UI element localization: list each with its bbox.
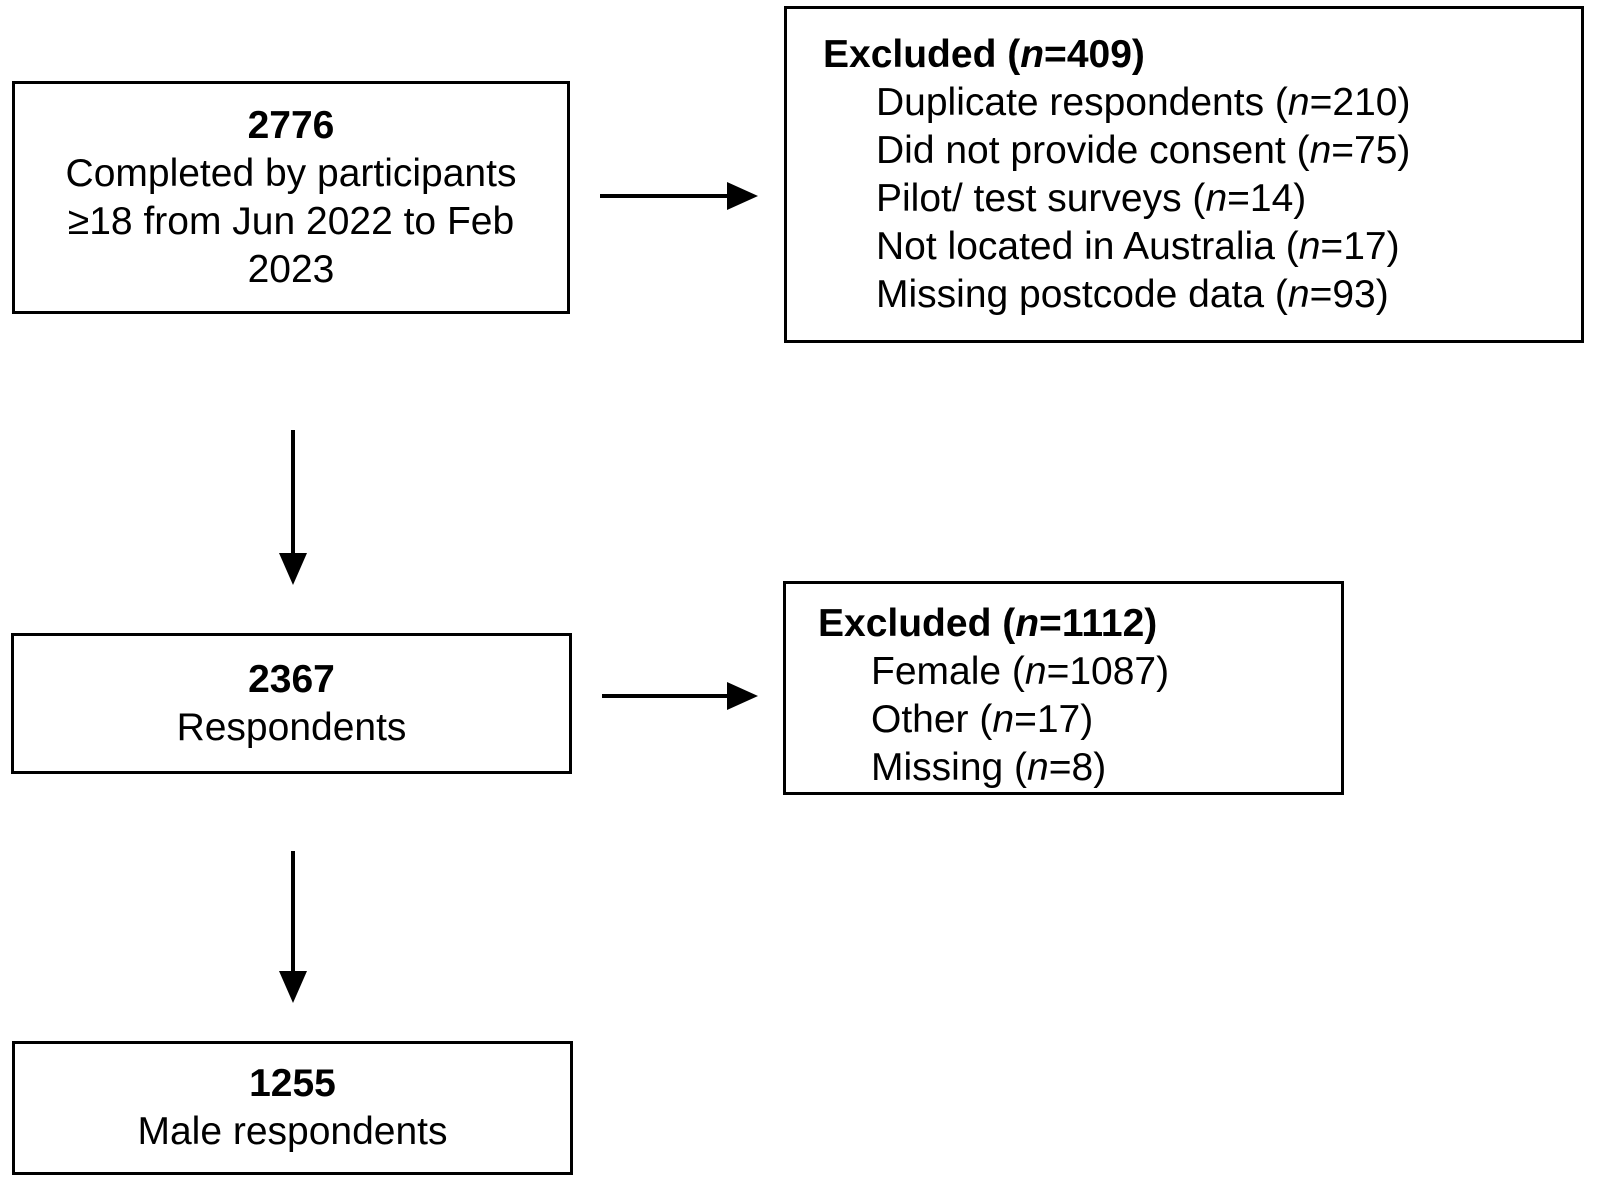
box-text-line: Completed by participants <box>65 151 517 195</box>
excluded-item: Did not provide consent (n=75) <box>876 129 1411 172</box>
n-symbol: n <box>1287 273 1310 316</box>
box-excluded-first-stage: Excluded (n=409) Duplicate respondents (n… <box>784 6 1584 343</box>
n-symbol: n <box>1020 33 1045 76</box>
n-symbol: n <box>1287 81 1310 124</box>
box-text-line: Respondents <box>176 705 407 749</box>
box-count: 2367 <box>248 657 335 701</box>
excluded-item: Not located in Australia (n=17) <box>876 225 1400 268</box>
box-count: 1255 <box>249 1062 336 1105</box>
n-symbol: n <box>1027 746 1049 789</box>
box-text-lines: Respondents <box>177 704 407 752</box>
arrow-completed-to-respondents <box>279 430 307 585</box>
arrow-completed-to-excluded1 <box>600 182 758 210</box>
n-symbol: n <box>1309 129 1332 172</box>
arrow-respondents-to-excluded2 <box>602 682 758 710</box>
box-text-lines: Completed by participants≥18 from Jun 20… <box>66 150 517 294</box>
excluded-item: Female (n=1087) <box>871 650 1170 693</box>
n-symbol: n <box>1024 650 1047 693</box>
box-text-line: Male respondents <box>137 1110 448 1153</box>
n-symbol: n <box>1205 177 1228 220</box>
box-completed-surveys: 2776 Completed by participants≥18 from J… <box>12 81 570 314</box>
excluded-title: Excluded (n=409) <box>823 33 1145 76</box>
box-text-lines: Male respondents <box>137 1108 447 1156</box>
n-symbol: n <box>992 698 1015 741</box>
box-respondents: 2367 Respondents <box>11 633 572 774</box>
excluded-item: Missing postcode data (n=93) <box>876 273 1389 316</box>
box-count: 2776 <box>247 103 335 147</box>
arrow-respondents-to-male <box>279 851 307 1003</box>
box-text-line: 2023 <box>247 247 335 291</box>
box-male-respondents: 1255 Male respondents <box>12 1041 573 1175</box>
excluded-item: Pilot/ test surveys (n=14) <box>876 177 1307 220</box>
box-text-line: ≥18 from Jun 2022 to Feb <box>67 199 515 243</box>
excluded-item: Missing (n=8) <box>871 746 1107 789</box>
excluded-item: Other (n=17) <box>871 698 1094 741</box>
box-excluded-second-stage: Excluded (n=1112) Female (n=1087) Other (n… <box>783 581 1344 795</box>
n-symbol: n <box>1015 602 1040 645</box>
n-symbol: n <box>1298 225 1321 268</box>
excluded-item: Duplicate respondents (n=210) <box>876 81 1411 124</box>
excluded-title: Excluded (n=1112) <box>818 602 1158 645</box>
